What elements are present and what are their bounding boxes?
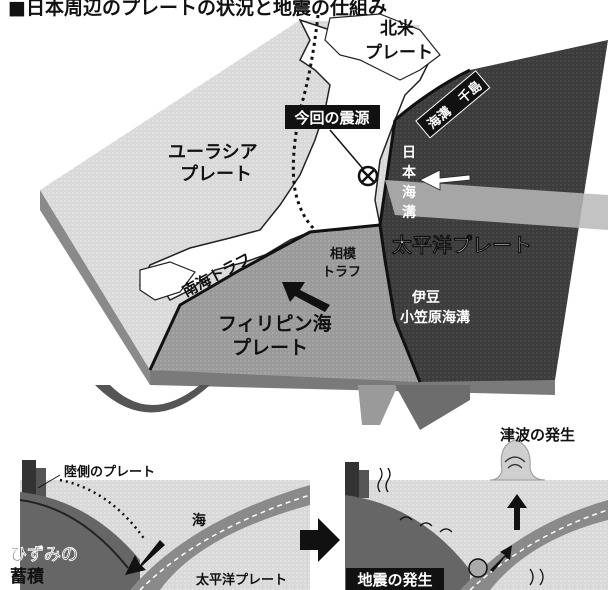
nankai-trough-line xyxy=(148,223,381,371)
subducting-slab xyxy=(95,385,210,413)
epicenter-label-box xyxy=(285,105,380,129)
quake-label: 地震の発生 xyxy=(357,571,432,589)
slab-drop xyxy=(358,385,398,425)
strain-label-2: 蓄積 xyxy=(10,566,45,587)
tsunami-bulge xyxy=(489,439,546,481)
philippine-motion-arrow xyxy=(282,282,330,312)
pacific-motion-arrow xyxy=(419,169,471,191)
philippine-plate xyxy=(150,225,420,382)
japan-trench-char-3: 海 xyxy=(402,184,416,201)
japan-trench-char-2: 本 xyxy=(402,164,417,181)
building-icon xyxy=(22,460,36,498)
mechanism-left xyxy=(19,460,311,590)
uplift-arrow xyxy=(507,494,527,530)
tsunami-label: 津波の発生 xyxy=(500,426,575,444)
pacific-bottom-label: 太平洋プレート xyxy=(195,572,287,588)
japan-trench-line-2 xyxy=(378,119,422,383)
izu-label-1: 伊豆 xyxy=(411,289,440,306)
diagram-title: ■日本周辺のプレートの状況と地震の仕組み xyxy=(8,0,387,19)
epicenter-x xyxy=(361,169,375,183)
na-plate-label-1: 北米 xyxy=(380,18,415,39)
land-plate-label: 陸側のプレート xyxy=(64,464,155,480)
philippine-label-2: プレート xyxy=(232,336,308,359)
building-icon-2 xyxy=(36,468,46,498)
strain-label-1: ひずみの xyxy=(10,545,78,565)
eurasia-na-boundary xyxy=(291,14,320,232)
eurasia-label-2: プレート xyxy=(180,163,252,185)
building-icon-right xyxy=(345,462,359,498)
kyushu-land xyxy=(139,261,196,301)
pacific-plate-label: 太平洋プレート xyxy=(392,233,532,257)
eurasia-label-1: ユーラシア xyxy=(168,142,258,163)
quake-label-box xyxy=(346,568,444,590)
slab-drop-right xyxy=(395,385,470,430)
quake-icon xyxy=(468,558,488,578)
epicenter-label: 今回の震源 xyxy=(293,109,369,127)
sagami-label-1: 相模 xyxy=(330,246,357,262)
philippine-label-1: フィリピン海 xyxy=(218,312,332,335)
hokkaido-land xyxy=(324,13,441,81)
na-plate-label-2: プレート xyxy=(365,42,433,63)
block-side xyxy=(40,190,150,385)
izu-label-2: 小笠原海溝 xyxy=(400,309,470,326)
mechanism-right xyxy=(345,439,608,590)
japan-trench-line xyxy=(394,68,471,122)
japan-trench-char-4: 溝 xyxy=(402,204,416,221)
slip-band xyxy=(385,180,608,230)
kuril-label-box xyxy=(415,70,491,139)
transition-arrow xyxy=(300,518,340,562)
sagami-label-2: トラフ xyxy=(322,265,361,280)
sea-label: 海 xyxy=(192,512,206,529)
japan-trench-char-1: 日 xyxy=(402,145,416,161)
